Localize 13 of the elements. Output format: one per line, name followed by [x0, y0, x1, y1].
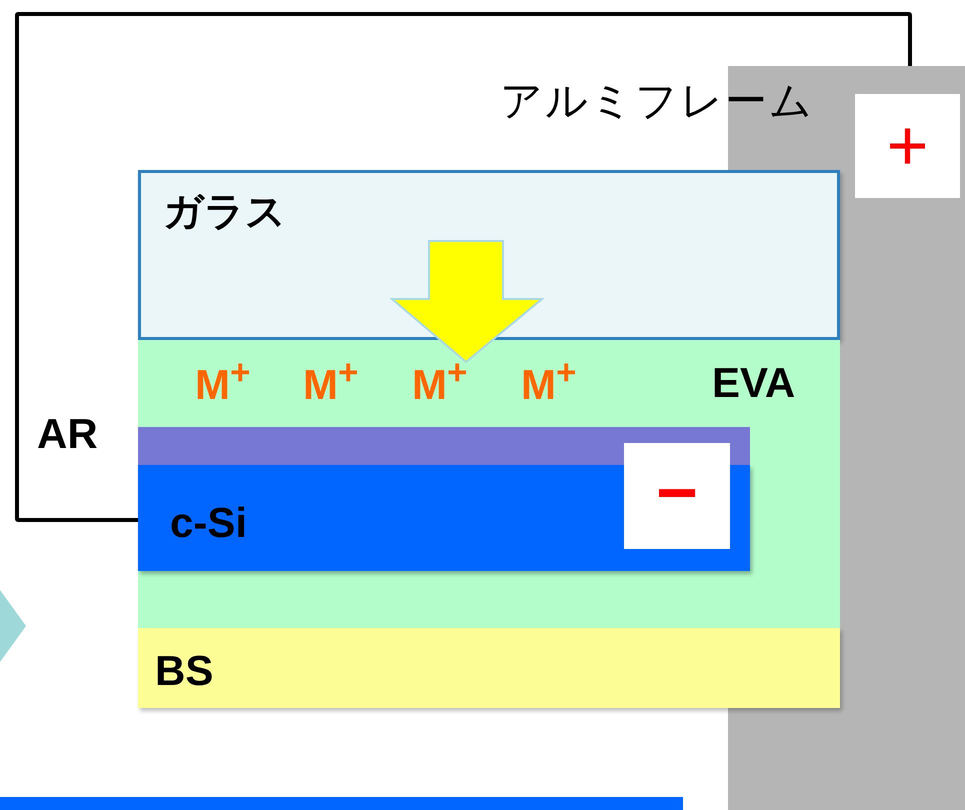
ion-label: M$^{+}$: [521, 355, 576, 406]
terminal-box: +: [855, 94, 960, 198]
frame-label: アルミフレーム: [500, 78, 814, 124]
layer-label: EVA: [712, 362, 796, 404]
ion-label: M$^{+}$: [412, 355, 468, 406]
ion-label: M$^{+}$: [303, 355, 358, 406]
ion-label: M$^{+}$: [195, 355, 250, 406]
layer-label: ガラス: [163, 190, 286, 234]
terminal-box: −: [624, 443, 730, 549]
layer-label: c-Si: [170, 502, 248, 544]
layer-label: AR: [37, 413, 98, 455]
layer-label: BS: [155, 650, 214, 692]
ar-layer: [138, 427, 750, 465]
